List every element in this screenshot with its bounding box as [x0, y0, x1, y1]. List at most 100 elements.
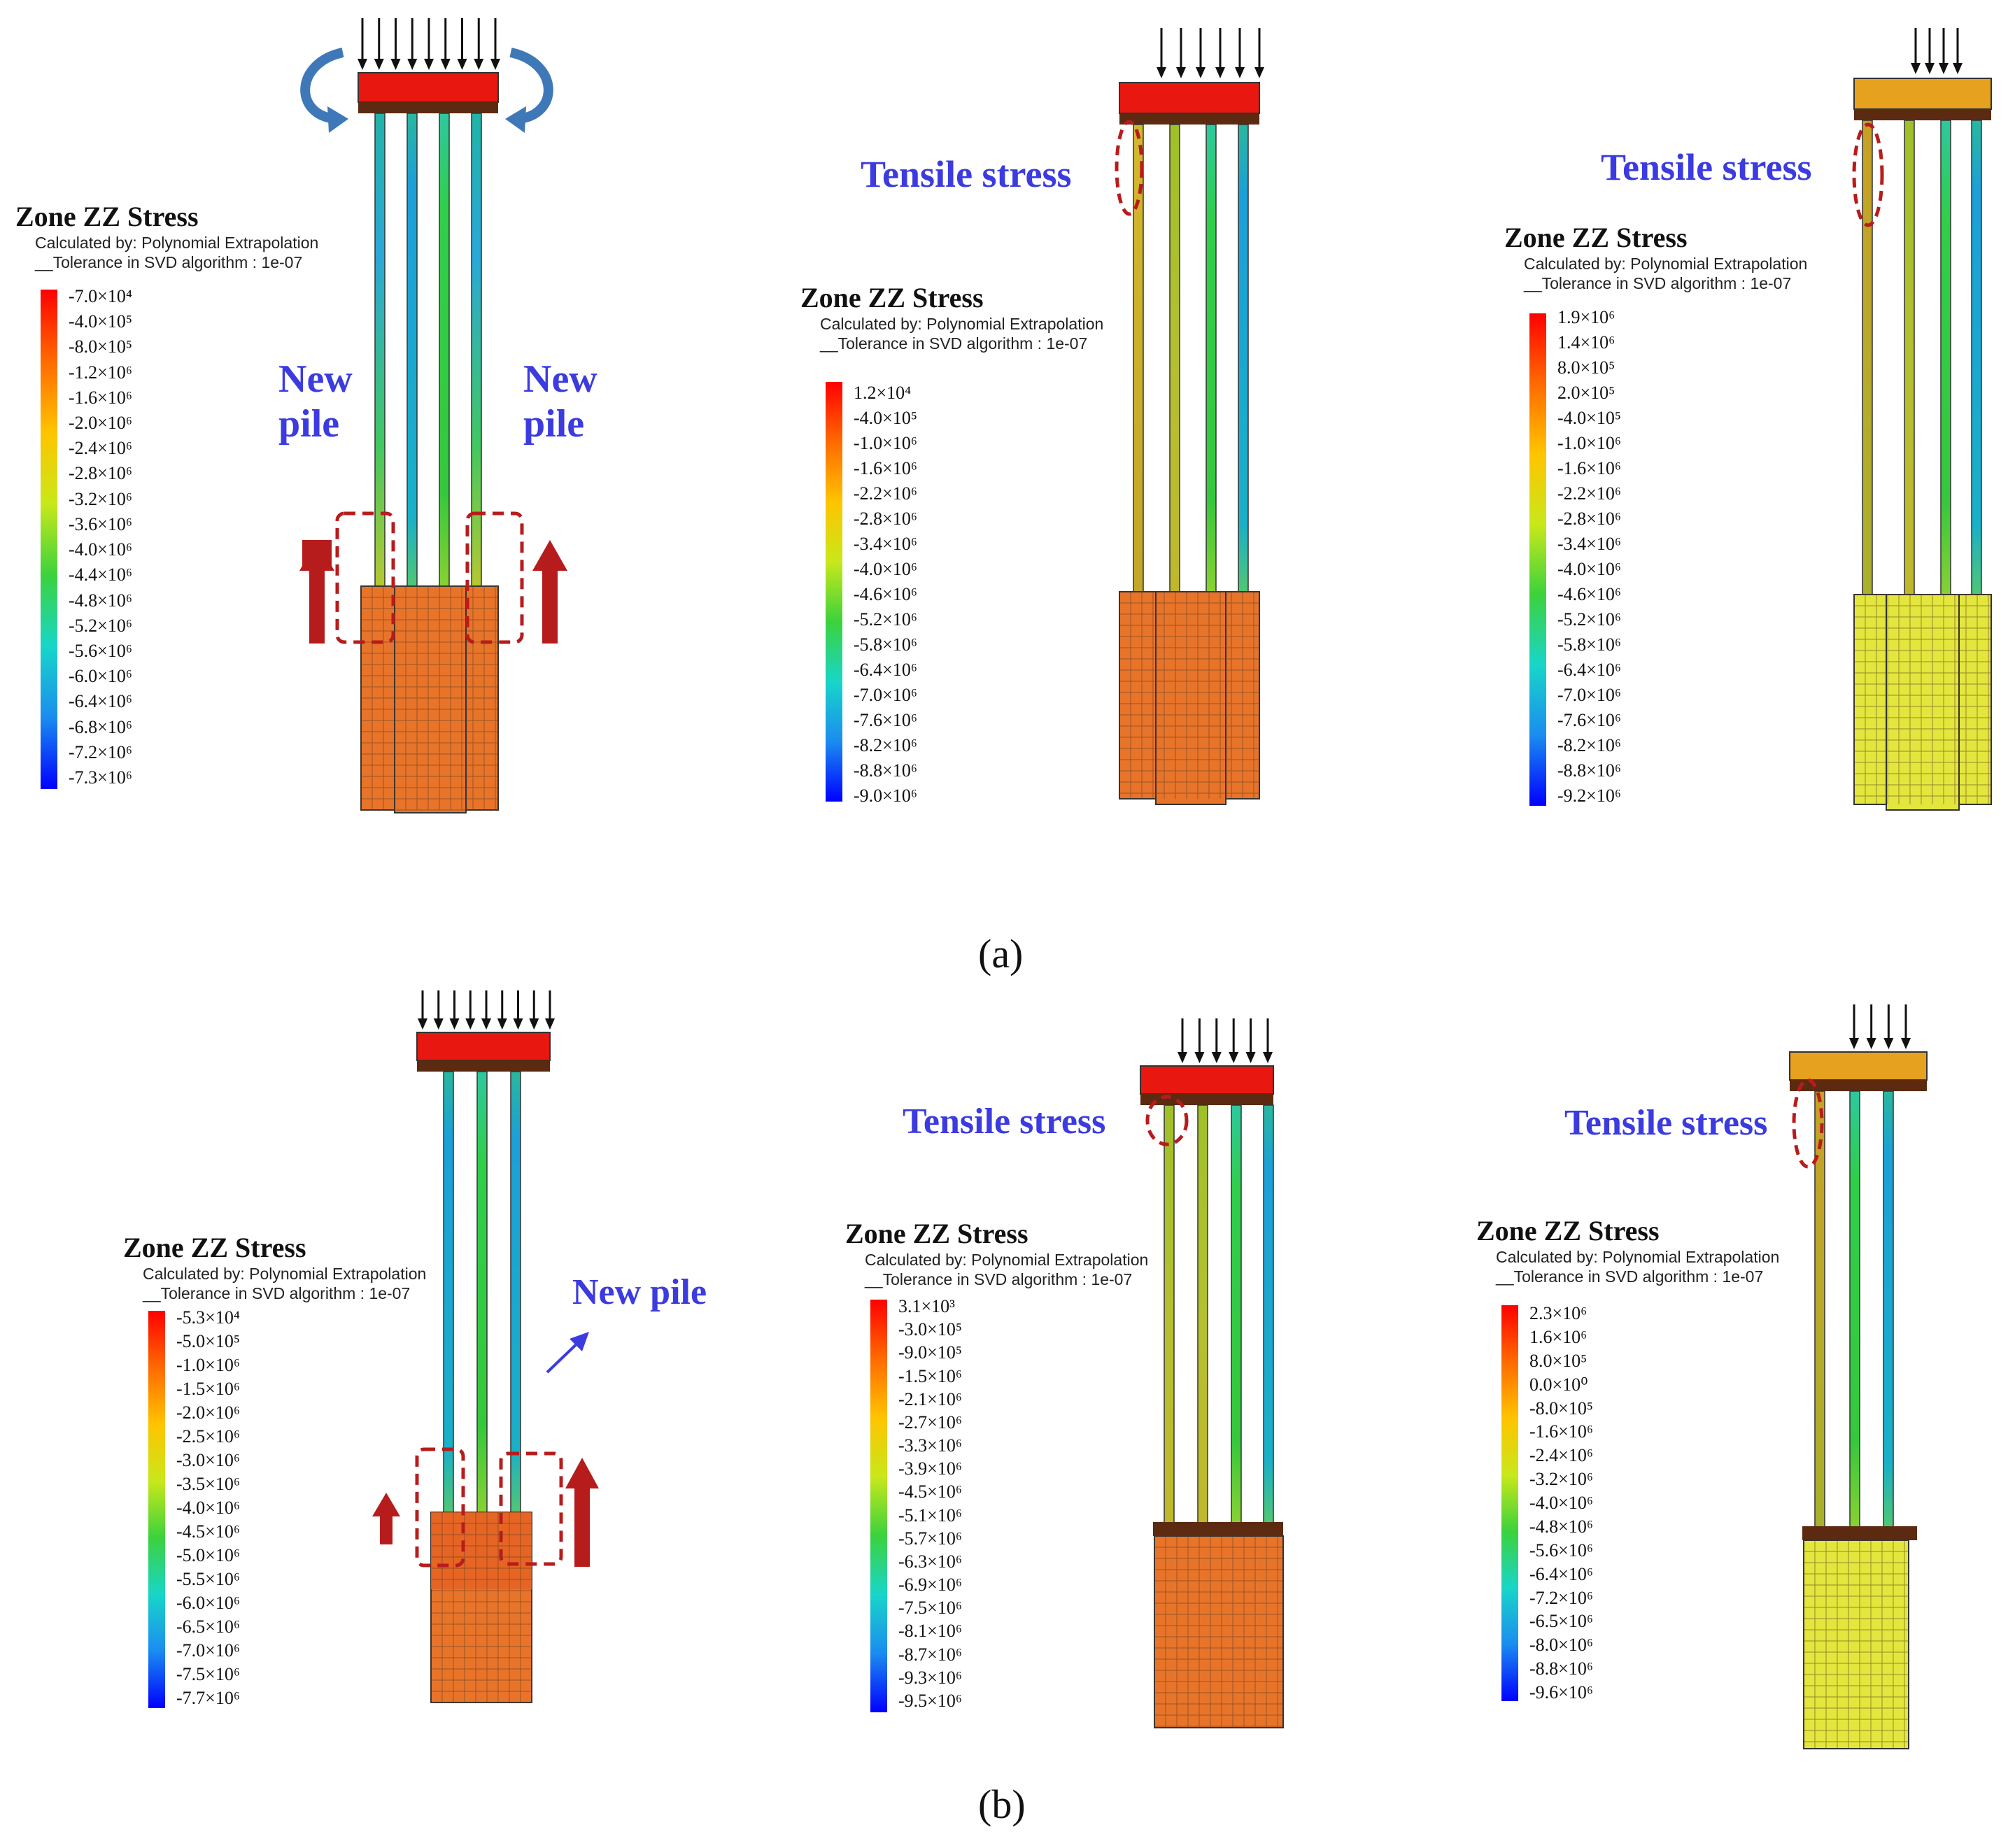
upward-arrow-left-shaft — [309, 567, 325, 644]
load-arrowhead — [1883, 1038, 1894, 1049]
pile — [1197, 1104, 1208, 1526]
colorbar-tick-label: -5.0×10⁵ — [176, 1331, 240, 1351]
load-arrowhead — [457, 59, 467, 70]
colorbar-tick-label: -6.4×10⁶ — [854, 660, 917, 680]
colorbar-tick-label: -8.0×10⁶ — [1529, 1635, 1593, 1656]
colorbar-tick-label: -7.0×10⁶ — [176, 1640, 240, 1661]
annotation-line: New — [523, 357, 598, 401]
colorbar-tick-label: -3.4×10⁶ — [1557, 534, 1621, 554]
load-arrowhead — [449, 1018, 460, 1030]
colorbar-tick-label: -1.6×10⁶ — [854, 458, 917, 478]
colorbar-tick-label: -6.4×10⁶ — [1529, 1563, 1593, 1584]
legend-a2: Zone ZZ Stress Calculated by: Polynomial… — [800, 281, 1136, 813]
legend-title: Zone ZZ Stress — [1476, 1215, 1660, 1246]
colorbar-tick-label: -5.8×10⁶ — [854, 634, 917, 655]
pile-cap — [1789, 1051, 1928, 1081]
colorbar-tick-label: 8.0×10⁵ — [1529, 1350, 1588, 1371]
load-arrowhead — [1901, 1038, 1911, 1049]
load-arrowhead — [418, 1018, 427, 1030]
load-arrowhead — [497, 1018, 507, 1030]
tensile-stress-label: Tensile stress — [861, 153, 1072, 195]
mesh-grid — [1803, 1540, 1909, 1749]
colorbar-tick-label: -3.2×10⁶ — [1529, 1469, 1593, 1490]
load-arrowhead — [1157, 67, 1166, 78]
pile — [476, 1071, 488, 1516]
load-arrowhead — [1911, 63, 1921, 74]
legend-tolerance: __Tolerance in SVD algorithm : 1e-07 — [35, 253, 303, 271]
upward-arrow-right-head — [532, 540, 567, 571]
legend-title: Zone ZZ Stress — [1504, 222, 1688, 253]
pile-model-a3 — [1852, 28, 1992, 811]
colorbar-tick-label: -1.5×10⁶ — [176, 1379, 240, 1399]
colorbar-tick-label: -6.8×10⁶ — [69, 716, 132, 737]
colorbar-tick-label: -5.5×10⁶ — [176, 1569, 240, 1589]
colorbar — [1529, 313, 1546, 806]
pile-cap — [1119, 82, 1260, 114]
colorbar-tick-label: -6.0×10⁶ — [69, 666, 132, 687]
legend-tolerance: __Tolerance in SVD algorithm : 1e-07 — [1524, 274, 1792, 292]
moment-arrow-left — [300, 48, 344, 124]
colorbar-tick-label: -9.0×10⁶ — [854, 786, 917, 806]
legend-b1: Zone ZZ Stress Calculated by: Polynomial… — [123, 1231, 459, 1721]
colorbar-tick-label: -8.0×10⁵ — [1529, 1398, 1593, 1419]
pile — [1849, 1090, 1860, 1530]
legend-tolerance: __Tolerance in SVD algorithm : 1e-07 — [820, 334, 1088, 353]
colorbar-tick-label: -8.7×10⁶ — [898, 1644, 962, 1665]
colorbar-tick-label: -6.9×10⁶ — [898, 1575, 962, 1595]
legend-title: Zone ZZ Stress — [845, 1218, 1028, 1249]
colorbar-tick-label: -5.3×10⁴ — [176, 1307, 240, 1328]
colorbar-tick-label: -1.5×10⁶ — [898, 1365, 962, 1386]
pile — [1940, 120, 1951, 598]
colorbar-tick-label: -4.0×10⁶ — [69, 539, 132, 560]
upward-arrow-large-head — [565, 1458, 599, 1488]
colorbar-tick-label: -9.0×10⁵ — [898, 1342, 962, 1363]
colorbar-tick-label: -5.0×10⁶ — [176, 1545, 240, 1565]
pile-model-b3 — [1789, 1004, 1928, 1749]
load-arrowhead — [1229, 1052, 1239, 1063]
colorbar-ticks: -5.3×10⁴-5.0×10⁵-1.0×10⁶-1.5×10⁶-2.0×10⁶… — [176, 1309, 330, 1707]
load-arrowhead — [1211, 1052, 1222, 1063]
colorbar — [1501, 1305, 1518, 1701]
pile-model-a1 — [299, 18, 567, 813]
colorbar-tick-label: 3.1×10³ — [898, 1296, 955, 1316]
colorbar-tick-label: -5.1×10⁶ — [898, 1505, 962, 1526]
mesh-grid — [1154, 1535, 1283, 1728]
load-arrowhead — [440, 59, 451, 70]
colorbar-tick-label: 1.2×10⁴ — [854, 383, 912, 403]
colorbar-tick-label: -2.2×10⁶ — [1557, 483, 1621, 504]
tensile-stress-outline — [1115, 120, 1144, 216]
tensile-stress-label: Tensile stress — [1564, 1103, 1768, 1143]
colorbar-tick-label: -9.6×10⁶ — [1529, 1682, 1593, 1703]
colorbar-tick-label: -2.8×10⁶ — [854, 509, 917, 529]
colorbar-tick-label: -7.3×10⁶ — [69, 767, 132, 788]
mesh-grid — [1119, 591, 1259, 799]
colorbar-tick-label: -4.0×10⁶ — [1557, 559, 1621, 579]
pile-model-b2 — [1140, 1018, 1284, 1728]
colorbar-tick-label: -9.2×10⁶ — [1557, 786, 1621, 806]
moment-arrow-right — [509, 48, 553, 124]
moment-arrowhead-right — [505, 106, 526, 133]
colorbar-tick-label: -8.8×10⁶ — [1529, 1658, 1593, 1679]
colorbar-tick-label: -3.5×10⁶ — [176, 1474, 240, 1494]
new-pile-label-right: New pile — [523, 357, 598, 447]
colorbar — [148, 1311, 165, 1708]
colorbar-tick-label: -5.6×10⁶ — [69, 640, 132, 661]
dashed-outline — [465, 511, 524, 644]
pile-cap — [416, 1032, 551, 1061]
colorbar-tick-label: -4.6×10⁶ — [854, 584, 917, 604]
colorbar-tick-label: -7.0×10⁴ — [69, 286, 132, 306]
pile — [1883, 1090, 1894, 1530]
mesh-grid — [360, 585, 498, 811]
load-arrowhead — [1925, 63, 1935, 74]
colorbar-tick-label: -4.5×10⁶ — [176, 1521, 240, 1542]
load-arrowhead — [465, 1018, 476, 1030]
load-arrowhead — [1939, 63, 1949, 74]
colorbar-tick-label: -2.0×10⁶ — [69, 413, 132, 434]
legend-a3: Zone ZZ Stress Calculated by: Polynomial… — [1504, 221, 1840, 809]
colorbar-tick-label: -3.9×10⁶ — [898, 1458, 962, 1479]
legend-calculated-by: Calculated by: Polynomial Extrapolation — [820, 315, 1104, 333]
pile — [1231, 1104, 1242, 1526]
colorbar-tick-label: -4.0×10⁵ — [1557, 408, 1621, 428]
new-pile-label: New pile — [572, 1272, 707, 1312]
